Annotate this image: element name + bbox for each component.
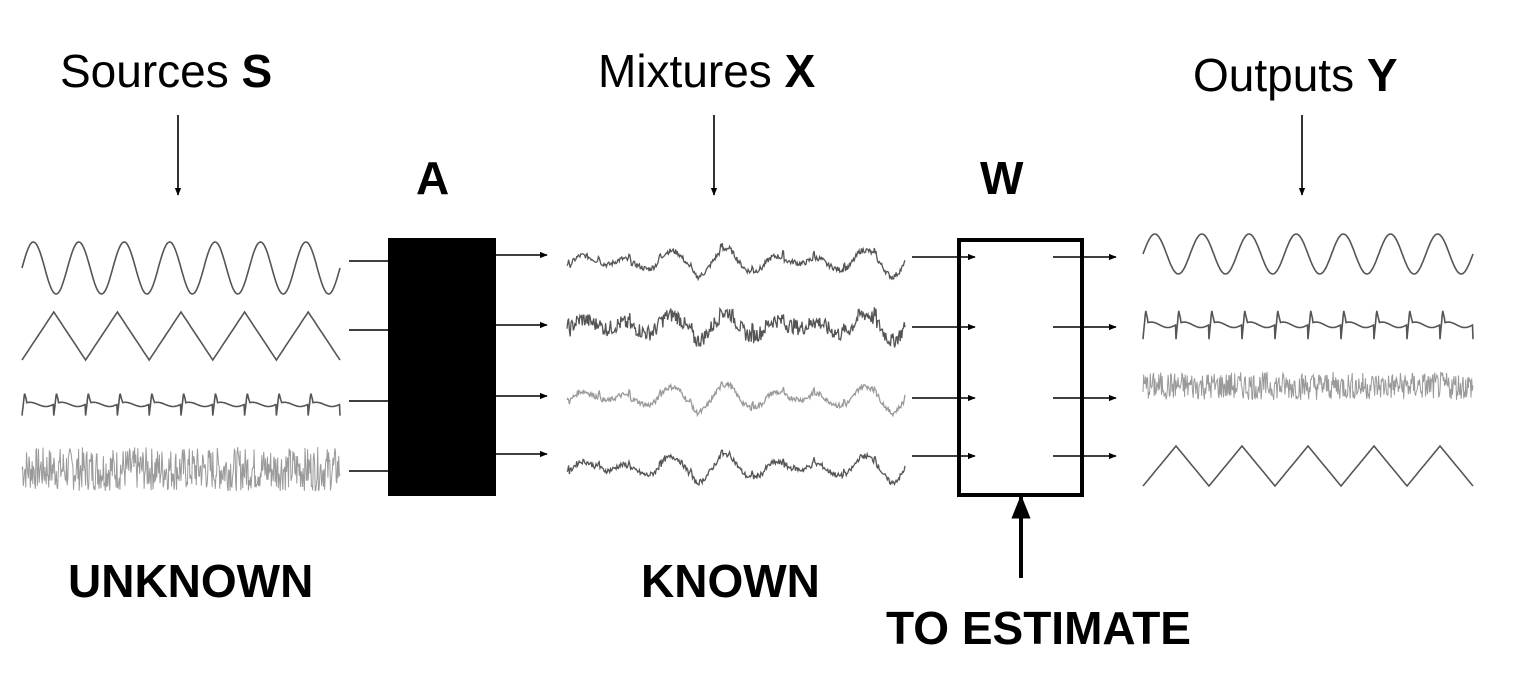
mixture-signal-2 <box>566 306 906 348</box>
output-signal-spiky <box>1142 310 1474 340</box>
unmixing-matrix-label: W <box>980 152 1024 204</box>
unmixing-matrix-box <box>957 238 1084 497</box>
output-signals <box>1142 233 1474 488</box>
known-label: KNOWN <box>641 555 820 607</box>
mixture-signals <box>566 243 906 486</box>
source-signal-sine <box>21 241 341 295</box>
mixtures-symbol: X <box>784 45 816 97</box>
to-estimate-label: TO ESTIMATE <box>886 602 1191 654</box>
mixtures-header: Mixtures X <box>598 48 815 94</box>
source-signal-noise <box>21 447 341 492</box>
source-signals <box>21 241 341 492</box>
outputs-symbol: Y <box>1366 49 1398 101</box>
output-signal-noise <box>1142 370 1474 401</box>
flow-arrows <box>349 251 1117 475</box>
mixing-matrix-label: A <box>416 152 450 204</box>
output-signal-triangle <box>1142 444 1474 488</box>
source-signal-spiky <box>21 393 341 416</box>
output-signal-sine <box>1142 233 1474 275</box>
sources-header: Sources S <box>60 48 272 94</box>
mixture-signal-1 <box>566 243 906 282</box>
unknown-label: UNKNOWN <box>68 555 314 607</box>
mixture-signal-4 <box>566 449 906 486</box>
sources-symbol: S <box>241 45 273 97</box>
mixtures-header-text: Mixtures <box>598 45 785 97</box>
mixture-signal-3 <box>566 380 906 418</box>
sources-header-text: Sources <box>60 45 242 97</box>
mixing-matrix-box <box>388 238 496 496</box>
source-signal-triangle <box>21 310 341 362</box>
outputs-header: Outputs Y <box>1193 52 1398 98</box>
outputs-header-text: Outputs <box>1193 49 1367 101</box>
